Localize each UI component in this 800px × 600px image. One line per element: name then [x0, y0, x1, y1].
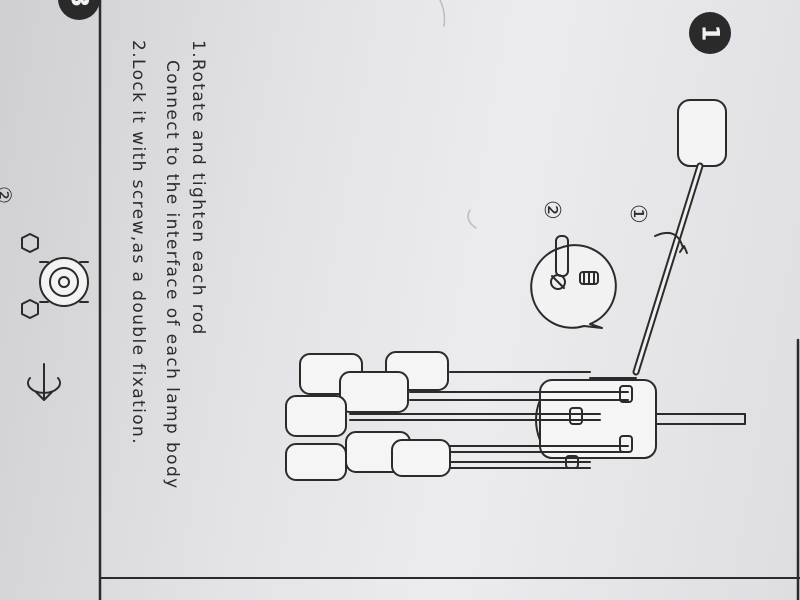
lamp-holder — [677, 99, 727, 167]
rotate-arrow-icon — [654, 232, 684, 249]
lamp-shade — [285, 395, 347, 437]
screw-detail-icon — [530, 235, 617, 329]
mounting-plate-icon — [39, 257, 89, 307]
lamp-rod-assembly — [632, 99, 727, 376]
rotation-arrow-icon — [27, 363, 61, 401]
paper-crease — [439, 0, 446, 27]
lamp-shade — [391, 439, 451, 477]
lamp-shade — [285, 443, 347, 481]
step-badge-previous: 3 — [58, 0, 100, 20]
step-badge: 1 — [689, 12, 731, 54]
lamp-shades — [285, 351, 451, 481]
lamp-shade — [339, 371, 409, 413]
nut-icon — [21, 233, 39, 319]
